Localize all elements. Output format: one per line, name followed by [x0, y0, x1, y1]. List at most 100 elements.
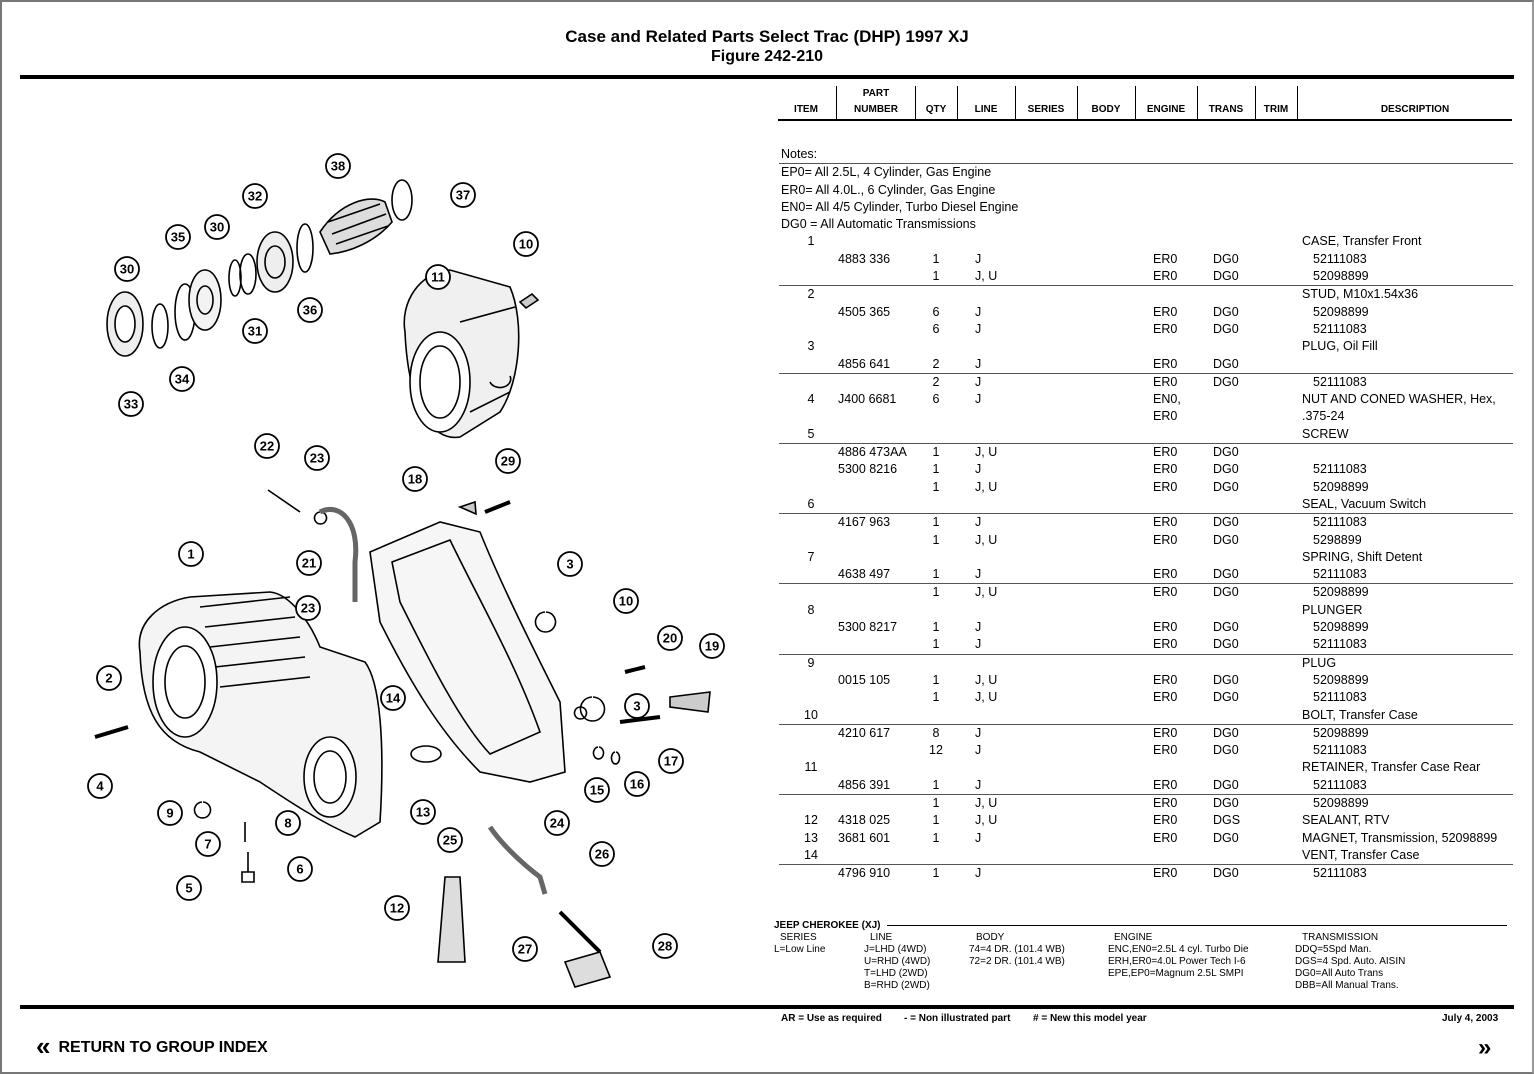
legend-engine-item: ERH,ER0=4.0L Power Tech I-6 [1108, 956, 1246, 967]
trans-code-cell: DG0 [1213, 620, 1239, 635]
description-cell: SCREW [1302, 426, 1349, 441]
quantity-cell: 1 [932, 830, 940, 845]
part-number-cell: 4883 336 [838, 251, 891, 266]
callout-number: 20 [663, 631, 677, 646]
application-code-cell: 52098899 [1313, 269, 1369, 284]
engine-code-cell: ER0 [1153, 374, 1178, 389]
item-number-cell: 1 [807, 234, 815, 249]
col-header-part-top: PART [862, 88, 890, 99]
note-text: EP0= All 2.5L, 4 Cylinder, Gas Engine [781, 165, 992, 180]
application-code-cell: 52111083 [1313, 777, 1367, 792]
engine-code-cell: ER0 [1153, 515, 1178, 530]
legend-engine-item: ENC,EN0=2.5L 4 cyl. Turbo Die [1108, 944, 1249, 955]
callout-circle [410, 799, 436, 825]
callout-circle [169, 366, 195, 392]
quantity-cell: 1 [932, 445, 940, 460]
callout-circle [437, 827, 463, 853]
legend-trans-item: DG0=All Auto Trans [1295, 968, 1384, 979]
line-code-cell: J [975, 743, 982, 758]
engine-code-cell: ER0 [1153, 795, 1178, 810]
application-code-cell: 52111083 [1313, 567, 1367, 582]
callout-circle [275, 810, 301, 836]
engine-code-cell: ER0 [1153, 777, 1178, 792]
description-cell: SEALANT, RTV [1302, 813, 1390, 828]
application-code-cell: 5298899 [1313, 532, 1362, 547]
callout-number: 28 [658, 939, 672, 954]
callout-17: 17 [658, 748, 684, 774]
figure-number: Figure 242-210 [710, 48, 824, 65]
callout-22: 22 [254, 433, 280, 459]
callout-9: 9 [157, 800, 183, 826]
callout-1: 1 [178, 541, 204, 567]
quantity-cell: 1 [932, 813, 940, 828]
application-code-cell: 52111083 [1313, 462, 1367, 477]
callout-11: 11 [425, 264, 451, 290]
line-code-cell: J [975, 866, 982, 881]
part-number-cell: 4167 963 [838, 515, 891, 530]
item-number-cell: 10 [804, 707, 818, 722]
legend-rule [887, 925, 1507, 926]
callout-23: 23 [304, 445, 330, 471]
legend-series-head: SERIES [780, 932, 817, 943]
item-number-cell: 11 [804, 760, 818, 775]
trans-code-cell: DG0 [1213, 445, 1239, 460]
part-number-cell: 5300 8217 [838, 620, 898, 635]
next-page-button[interactable]: » [1478, 1034, 1491, 1062]
callout-circle [176, 875, 202, 901]
legend-series-item: L=Low Line [774, 944, 826, 955]
return-to-group-index-link[interactable]: «RETURN TO GROUP INDEX [36, 1033, 268, 1059]
callout-30: 30 [204, 214, 230, 240]
legend-line-item: U=RHD (4WD) [864, 956, 931, 967]
callout-32: 32 [242, 183, 268, 209]
callout-number: 37 [456, 188, 470, 203]
line-code-cell: J, U [975, 445, 998, 460]
callout-number: 5 [185, 881, 192, 896]
trans-code-cell: DG0 [1213, 532, 1239, 547]
line-code-cell: J [975, 304, 982, 319]
col-header-trim: TRIM [1263, 104, 1289, 115]
callout-circle [589, 841, 615, 867]
part-number-cell: J400 6681 [838, 392, 897, 407]
footer-date: July 4, 2003 [1442, 1013, 1499, 1024]
notes-line: Notes: [779, 146, 1513, 165]
legend-engine-head: ENGINE [1114, 932, 1153, 943]
callout-number: 31 [248, 324, 262, 339]
application-code-cell: 52098899 [1313, 479, 1369, 494]
legend-title: JEEP CHEROKEE (XJ) [774, 920, 881, 931]
trans-code-cell: DG0 [1213, 567, 1239, 582]
description-cell: NUT AND CONED WASHER, Hex, [1302, 392, 1496, 407]
quantity-cell: 6 [932, 304, 940, 319]
callout-3: 3 [557, 551, 583, 577]
description-cell: VENT, Transfer Case [1302, 847, 1420, 862]
col-divider [1015, 86, 1016, 120]
footer-nonillustrated-note: - = Non illustrated part [904, 1013, 1011, 1024]
part-number-cell: 4318 025 [838, 813, 891, 828]
col-header-engine: ENGINE [1146, 104, 1186, 115]
quantity-cell: 6 [932, 321, 940, 336]
callout-circle [584, 777, 610, 803]
col-divider [1197, 86, 1198, 120]
notes-line: ER0= All 4.0L., 6 Cylinder, Gas Engine [779, 182, 1513, 199]
callout-6: 6 [287, 856, 313, 882]
legend-body-item: 72=2 DR. (101.4 WB) [969, 956, 1065, 967]
callout-circle [380, 685, 406, 711]
quantity-cell: 1 [932, 620, 940, 635]
quantity-cell: 2 [932, 374, 940, 389]
header-underline [778, 119, 1512, 121]
callout-circle [450, 182, 476, 208]
double-chevron-left-icon: « [36, 1031, 51, 1061]
callout-14: 14 [380, 685, 406, 711]
trans-code-cell: DG0 [1213, 743, 1239, 758]
line-code-cell: J, U [975, 813, 998, 828]
line-code-cell: J, U [975, 672, 998, 687]
callout-3: 3 [624, 693, 650, 719]
